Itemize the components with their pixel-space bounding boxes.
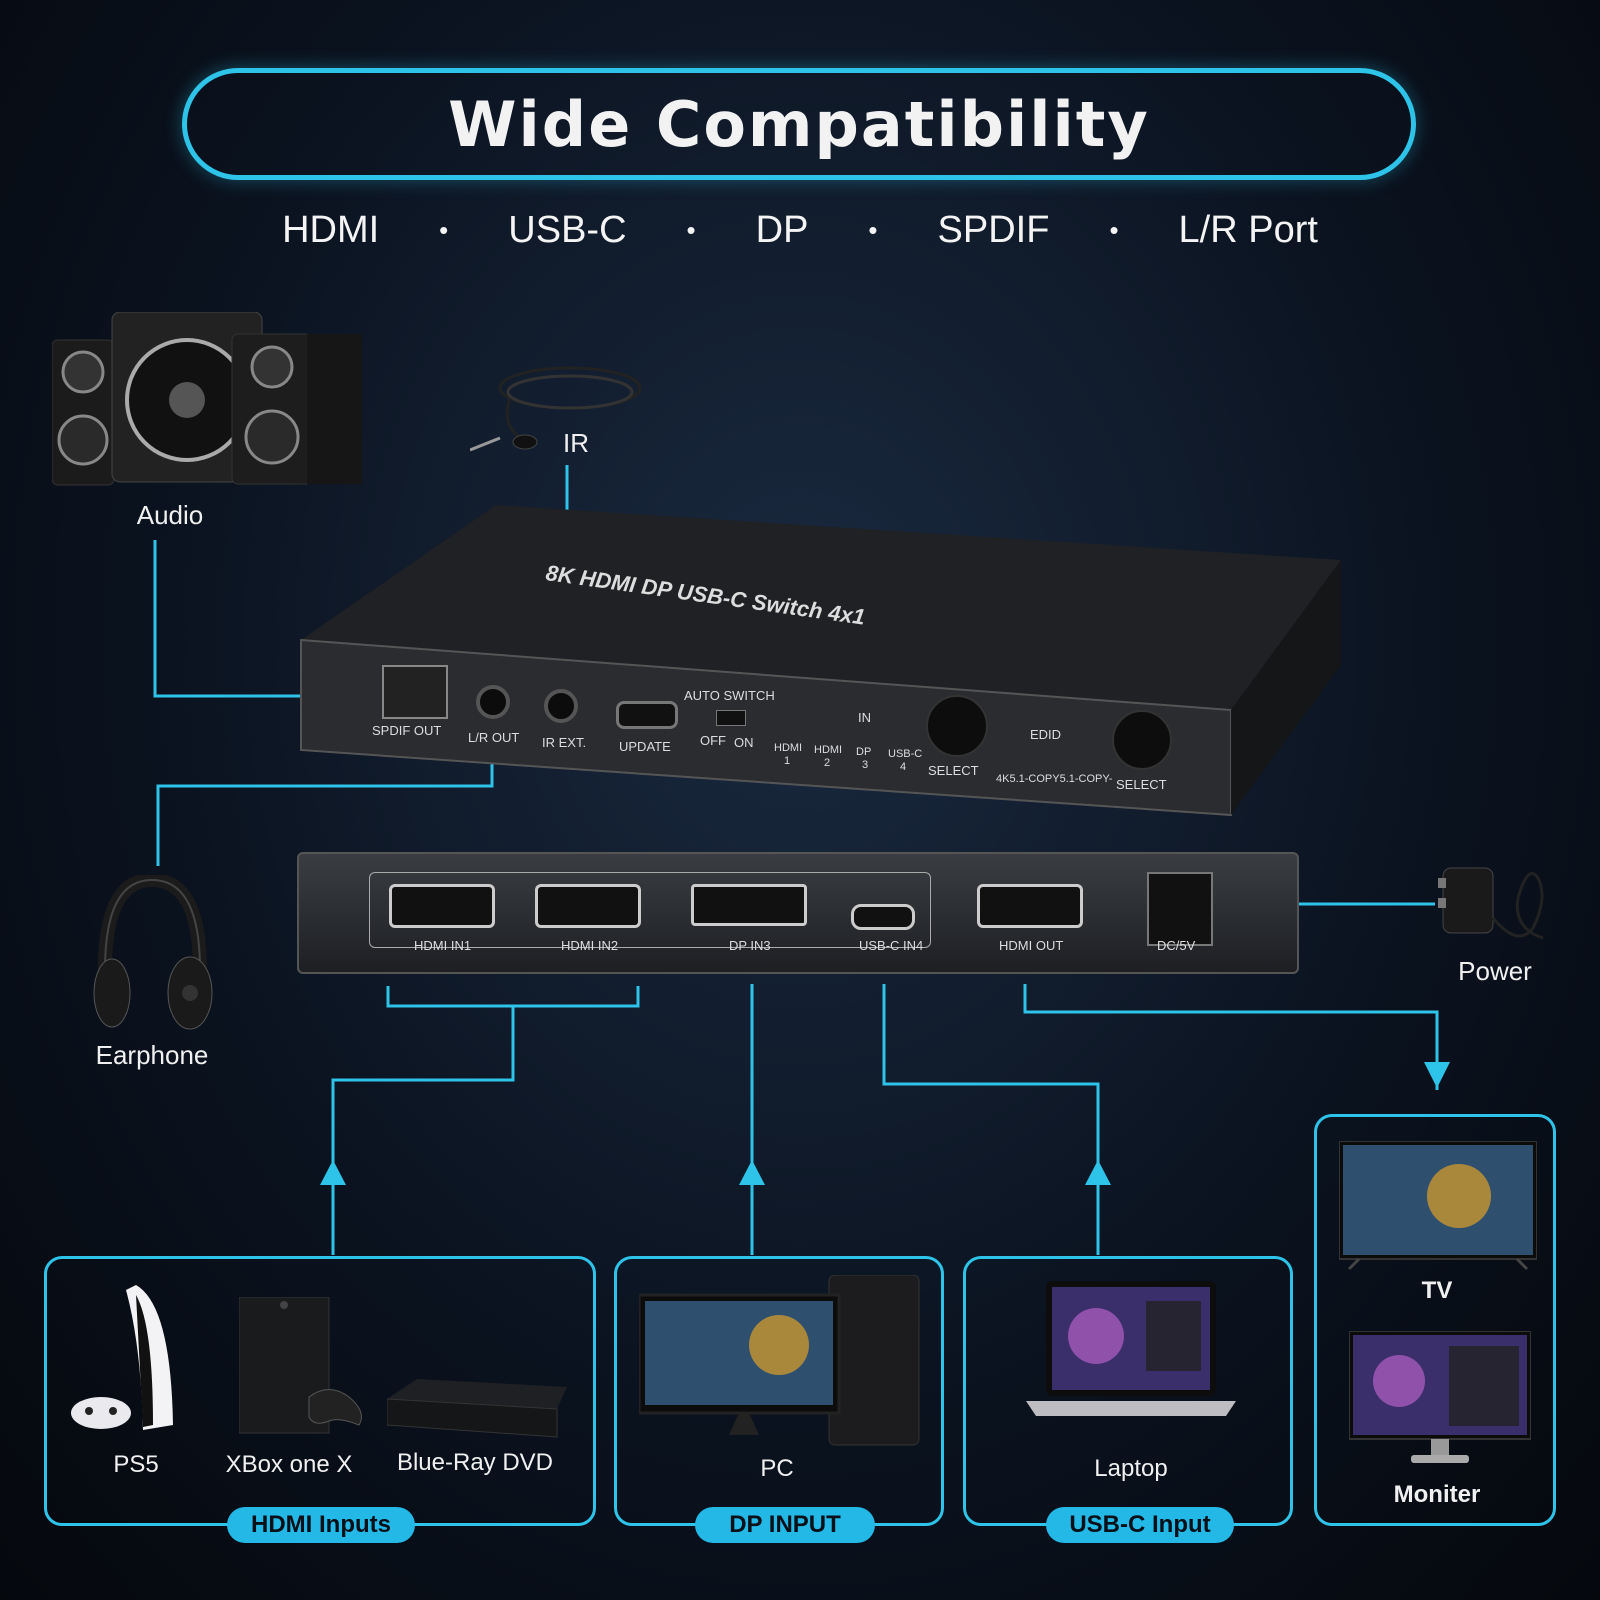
hdmi-in2-port bbox=[535, 884, 641, 928]
lr-port bbox=[476, 685, 510, 719]
pc-icon bbox=[639, 1275, 920, 1446]
ps5-icon bbox=[71, 1285, 173, 1430]
edid-select-button[interactable] bbox=[1112, 710, 1172, 770]
in-num-2: 2 bbox=[824, 757, 831, 769]
hdmi-inputs-group: PS5 XBox one X Blue-Ray DVD HDMI Inputs bbox=[44, 1256, 596, 1543]
headphone-icon bbox=[93, 875, 213, 1030]
separator: • bbox=[686, 214, 696, 245]
on-label: ON bbox=[734, 735, 754, 750]
separator: • bbox=[1109, 214, 1119, 245]
bluray-player-icon bbox=[387, 1379, 567, 1438]
spdif-port bbox=[382, 665, 448, 719]
off-label: OFF bbox=[700, 733, 726, 748]
speaker-icon bbox=[52, 312, 362, 486]
badge-usbc-input: USB-C Input bbox=[1046, 1507, 1234, 1543]
item-monitor: Moniter bbox=[1393, 1481, 1481, 1508]
ir-port bbox=[544, 689, 578, 723]
port-lr: L/R Port bbox=[1178, 208, 1318, 251]
ir-cable-icon bbox=[470, 366, 642, 452]
outputs-group: TV Moniter bbox=[1314, 1114, 1556, 1526]
label-ir: IR bbox=[563, 428, 589, 458]
edid-select-label: SELECT bbox=[1116, 777, 1167, 792]
spdif-label: SPDIF OUT bbox=[372, 723, 442, 738]
item-xbox: XBox one X bbox=[225, 1451, 353, 1478]
dp-in3-port bbox=[691, 884, 807, 926]
item-ps5: PS5 bbox=[113, 1451, 159, 1478]
dp-input-group: PC DP INPUT bbox=[614, 1256, 944, 1543]
auto-switch-label: AUTO SWITCH bbox=[684, 688, 775, 703]
in-label: IN bbox=[858, 710, 871, 725]
in-select-button[interactable] bbox=[926, 695, 988, 757]
in-num-1: 1 bbox=[784, 755, 791, 767]
item-pc: PC bbox=[760, 1455, 794, 1482]
in-led-3: DP bbox=[856, 746, 872, 758]
port-spdif: SPDIF bbox=[937, 208, 1050, 251]
update-label: UPDATE bbox=[619, 739, 671, 754]
xbox-icon bbox=[239, 1297, 362, 1434]
port-hdmi: HDMI bbox=[282, 208, 380, 251]
ports-row: HDMI • USB-C • DP • SPDIF • L/R Port bbox=[0, 200, 1600, 260]
switch-device-back: 8K HDMI DP USB-C Switch 4x1 SPDIF OUT L/… bbox=[296, 505, 1341, 825]
dc-port bbox=[1147, 872, 1213, 946]
in-select-label: SELECT bbox=[928, 763, 979, 778]
inputs-bracket bbox=[369, 872, 931, 948]
tv-icon bbox=[1339, 1141, 1537, 1271]
in-num-4: 4 bbox=[900, 761, 907, 773]
monitor-icon bbox=[1349, 1331, 1531, 1463]
usbc-in4-label: USB-C IN4 bbox=[859, 938, 924, 953]
edid-options: 4K5.1-COPY5.1-COPY- bbox=[996, 773, 1113, 785]
usbc-in4-port bbox=[851, 904, 915, 930]
in-num-3: 3 bbox=[862, 759, 869, 771]
port-usbc: USB-C bbox=[508, 208, 627, 251]
label-power: Power bbox=[1458, 956, 1532, 986]
switch-device-front: HDMI IN1 HDMI IN2 DP IN3 USB-C IN4 HDMI … bbox=[297, 852, 1299, 974]
hdmi-in2-label: HDMI IN2 bbox=[561, 938, 619, 953]
item-laptop: Laptop bbox=[1094, 1455, 1168, 1482]
edid-label: EDID bbox=[1030, 727, 1062, 742]
separator: • bbox=[439, 214, 449, 245]
in-led-1: HDMI bbox=[774, 742, 803, 754]
label-audio: Audio bbox=[136, 500, 204, 530]
badge-dp-input: DP INPUT bbox=[695, 1507, 875, 1543]
power-adapter-icon bbox=[1438, 867, 1544, 940]
usbc-input-group: Laptop USB-C Input bbox=[963, 1256, 1293, 1543]
auto-switch-toggle[interactable] bbox=[716, 710, 746, 726]
ir-label: IR EXT. bbox=[542, 735, 587, 750]
hdmi-in1-label: HDMI IN1 bbox=[414, 938, 472, 953]
in-led-4: USB-C bbox=[888, 748, 923, 760]
title-pill: Wide Compatibility bbox=[182, 68, 1416, 180]
update-port bbox=[616, 701, 678, 729]
label-earphone: Earphone bbox=[95, 1040, 209, 1070]
laptop-icon bbox=[1026, 1281, 1236, 1416]
dc-label: DC/5V bbox=[1157, 938, 1196, 953]
separator: • bbox=[868, 214, 878, 245]
device-body-shape bbox=[300, 505, 1341, 817]
page-title: Wide Compatibility bbox=[448, 87, 1150, 161]
hdmi-out-label: HDMI OUT bbox=[999, 938, 1064, 953]
dp-in3-label: DP IN3 bbox=[729, 938, 771, 953]
hdmi-out-port bbox=[977, 884, 1083, 928]
lr-label: L/R OUT bbox=[468, 730, 520, 745]
port-dp: DP bbox=[755, 208, 809, 251]
item-tv: TV bbox=[1421, 1277, 1453, 1304]
hdmi-in1-port bbox=[389, 884, 495, 928]
item-bluray: Blue-Ray DVD bbox=[396, 1449, 554, 1476]
badge-hdmi-inputs: HDMI Inputs bbox=[227, 1507, 415, 1543]
in-led-2: HDMI bbox=[814, 744, 843, 756]
